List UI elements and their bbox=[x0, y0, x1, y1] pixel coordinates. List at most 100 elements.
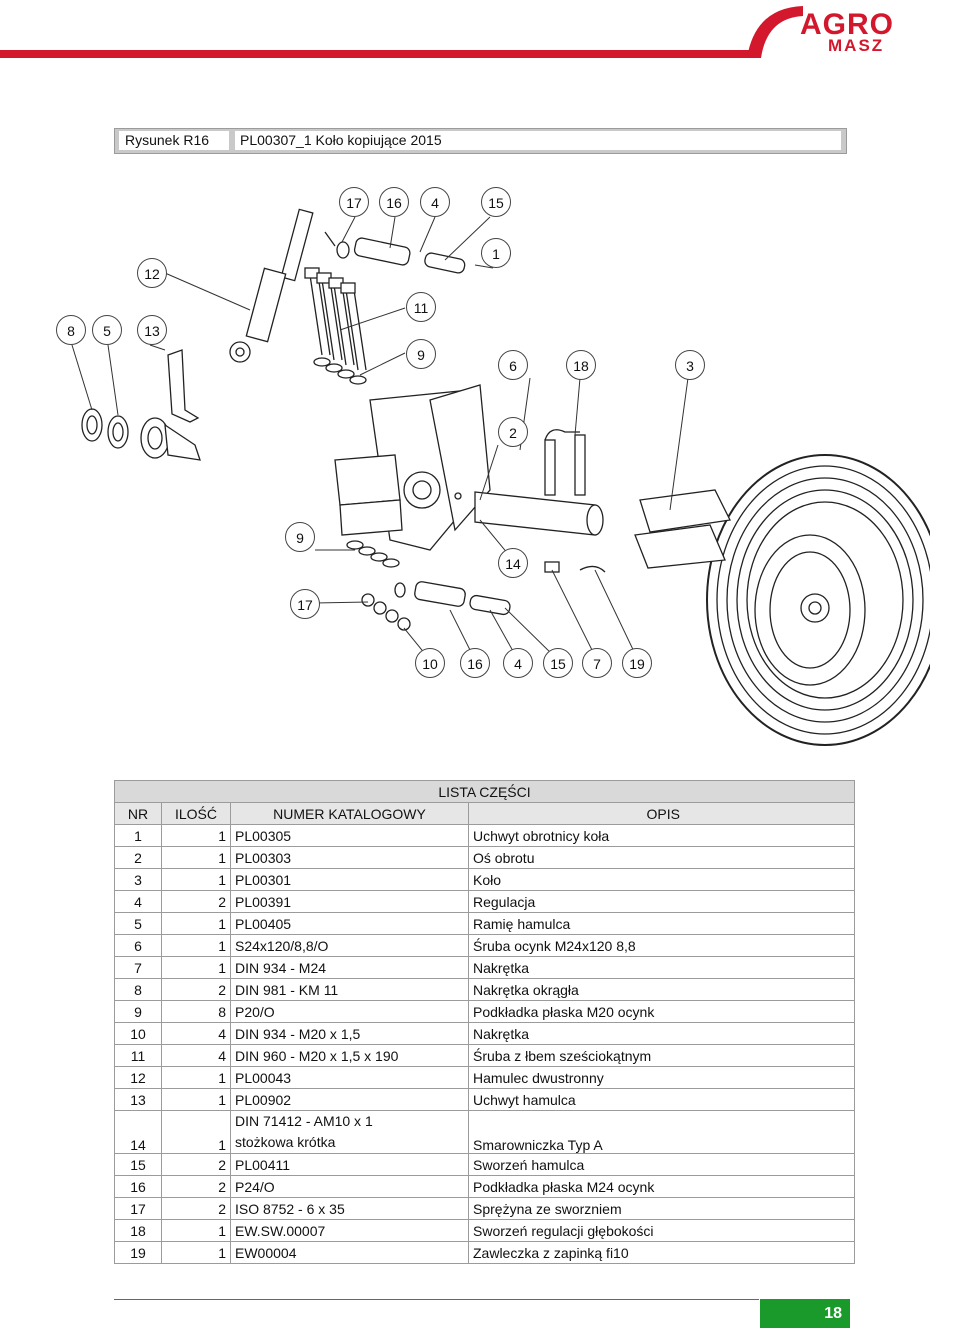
cell-nr: 14 bbox=[114, 1110, 162, 1154]
cell-nr: 6 bbox=[114, 934, 162, 957]
cell-nr: 13 bbox=[114, 1088, 162, 1111]
header-desc: OPIS bbox=[468, 802, 855, 825]
cell-desc: Zawleczka z zapinką fi10 bbox=[468, 1241, 855, 1264]
cell-nr: 16 bbox=[114, 1175, 162, 1198]
callout-19: 19 bbox=[622, 648, 652, 678]
callout-9-top: 9 bbox=[406, 339, 436, 369]
exploded-view-drawing bbox=[71, 208, 930, 746]
cell-catalog: PL00301 bbox=[230, 868, 469, 891]
cell-catalog-line2: stożkowa krótka bbox=[235, 1134, 336, 1150]
cell-qty: 2 bbox=[161, 890, 231, 913]
cell-nr: 12 bbox=[114, 1066, 162, 1089]
cell-qty: 2 bbox=[161, 1175, 231, 1198]
cell-desc: Koło bbox=[468, 868, 855, 891]
cell-nr: 3 bbox=[114, 868, 162, 891]
cell-desc: Nakrętka okrągła bbox=[468, 978, 855, 1001]
table-title: LISTA CZĘŚCI bbox=[114, 780, 855, 803]
cell-nr: 8 bbox=[114, 978, 162, 1001]
cell-qty: 1 bbox=[161, 846, 231, 869]
callout-4-bottom: 4 bbox=[503, 648, 533, 678]
cell-desc: Smarowniczka Typ A bbox=[468, 1110, 855, 1154]
cell-nr: 10 bbox=[114, 1022, 162, 1045]
cell-nr: 9 bbox=[114, 1000, 162, 1023]
table-title-row: LISTA CZĘŚCI bbox=[114, 780, 855, 803]
cell-catalog: PL00303 bbox=[230, 846, 469, 869]
callout-14: 14 bbox=[498, 548, 528, 578]
cell-catalog: PL00902 bbox=[230, 1088, 469, 1111]
washers-top-part bbox=[313, 357, 367, 385]
figure-title-bar: Rysunek R16 PL00307_1 Koło kopiujące 201… bbox=[114, 128, 847, 154]
cell-qty: 1 bbox=[161, 1066, 231, 1089]
header-qty: ILOŚĆ bbox=[161, 802, 231, 825]
cell-desc: Hamulec dwustronny bbox=[468, 1066, 855, 1089]
callout-2: 2 bbox=[498, 417, 528, 447]
callout-15-bottom: 15 bbox=[543, 648, 573, 678]
figure-title: PL00307_1 Koło kopiujące 2015 bbox=[235, 131, 841, 150]
wheel-part bbox=[634, 454, 930, 746]
parts-list-table: LISTA CZĘŚCI NR ILOŚĆ NUMER KATALOGOWY O… bbox=[114, 780, 855, 1264]
footer-line bbox=[114, 1299, 759, 1300]
cell-desc: Śruba z łbem sześciokątnym bbox=[468, 1044, 855, 1067]
cell-catalog: S24x120/8,8/O bbox=[230, 934, 469, 957]
header-red-bar bbox=[0, 50, 760, 58]
cell-desc: Nakrętka bbox=[468, 956, 855, 979]
callout-9-bottom: 9 bbox=[285, 522, 315, 552]
cell-catalog: P20/O bbox=[230, 1000, 469, 1023]
table-header-row: NR ILOŚĆ NUMER KATALOGOWY OPIS bbox=[114, 802, 855, 825]
callout-16-top: 16 bbox=[379, 187, 409, 217]
cell-catalog: EW.SW.00007 bbox=[230, 1219, 469, 1242]
callout-13: 13 bbox=[137, 315, 167, 345]
cell-catalog: DIN 934 - M20 x 1,5 bbox=[230, 1022, 469, 1045]
header-swoosh bbox=[747, 6, 803, 58]
cell-qty: 1 bbox=[161, 912, 231, 935]
cell-catalog: DIN 981 - KM 11 bbox=[230, 978, 469, 1001]
cell-qty: 1 bbox=[161, 1110, 231, 1154]
cell-qty: 2 bbox=[161, 1153, 231, 1176]
company-logo: AGRO MASZ bbox=[800, 8, 940, 56]
cell-catalog: DIN 934 - M24 bbox=[230, 956, 469, 979]
cell-desc: Nakrętka bbox=[468, 1022, 855, 1045]
cell-desc: Sprężyna ze sworzniem bbox=[468, 1197, 855, 1220]
cell-catalog: PL00391 bbox=[230, 890, 469, 913]
cell-desc: Śruba ocynk M24x120 8,8 bbox=[468, 934, 855, 957]
header-catalog: NUMER KATALOGOWY bbox=[230, 802, 469, 825]
cell-nr: 2 bbox=[114, 846, 162, 869]
main-bracket-part bbox=[334, 384, 491, 551]
callout-6: 6 bbox=[498, 350, 528, 380]
cell-desc: Uchwyt obrotnicy koła bbox=[468, 824, 855, 847]
cell-qty: 1 bbox=[161, 956, 231, 979]
callout-11: 11 bbox=[406, 292, 436, 322]
callout-12: 12 bbox=[137, 258, 167, 288]
cell-catalog: PL00411 bbox=[230, 1153, 469, 1176]
cell-qty: 1 bbox=[161, 1088, 231, 1111]
cell-catalog: EW00004 bbox=[230, 1241, 469, 1264]
callout-7: 7 bbox=[582, 648, 612, 678]
cell-nr: 4 bbox=[114, 890, 162, 913]
cell-catalog: PL00405 bbox=[230, 912, 469, 935]
callout-17-top: 17 bbox=[339, 187, 369, 217]
figure-label: Rysunek R16 bbox=[119, 131, 229, 150]
cell-nr: 1 bbox=[114, 824, 162, 847]
cell-nr: 15 bbox=[114, 1153, 162, 1176]
cell-nr: 19 bbox=[114, 1241, 162, 1264]
callout-18: 18 bbox=[566, 350, 596, 380]
washers-bottom-part bbox=[346, 540, 411, 631]
long-bolts-part bbox=[304, 267, 367, 371]
cell-qty: 1 bbox=[161, 1219, 231, 1242]
callout-15-top: 15 bbox=[481, 187, 511, 217]
